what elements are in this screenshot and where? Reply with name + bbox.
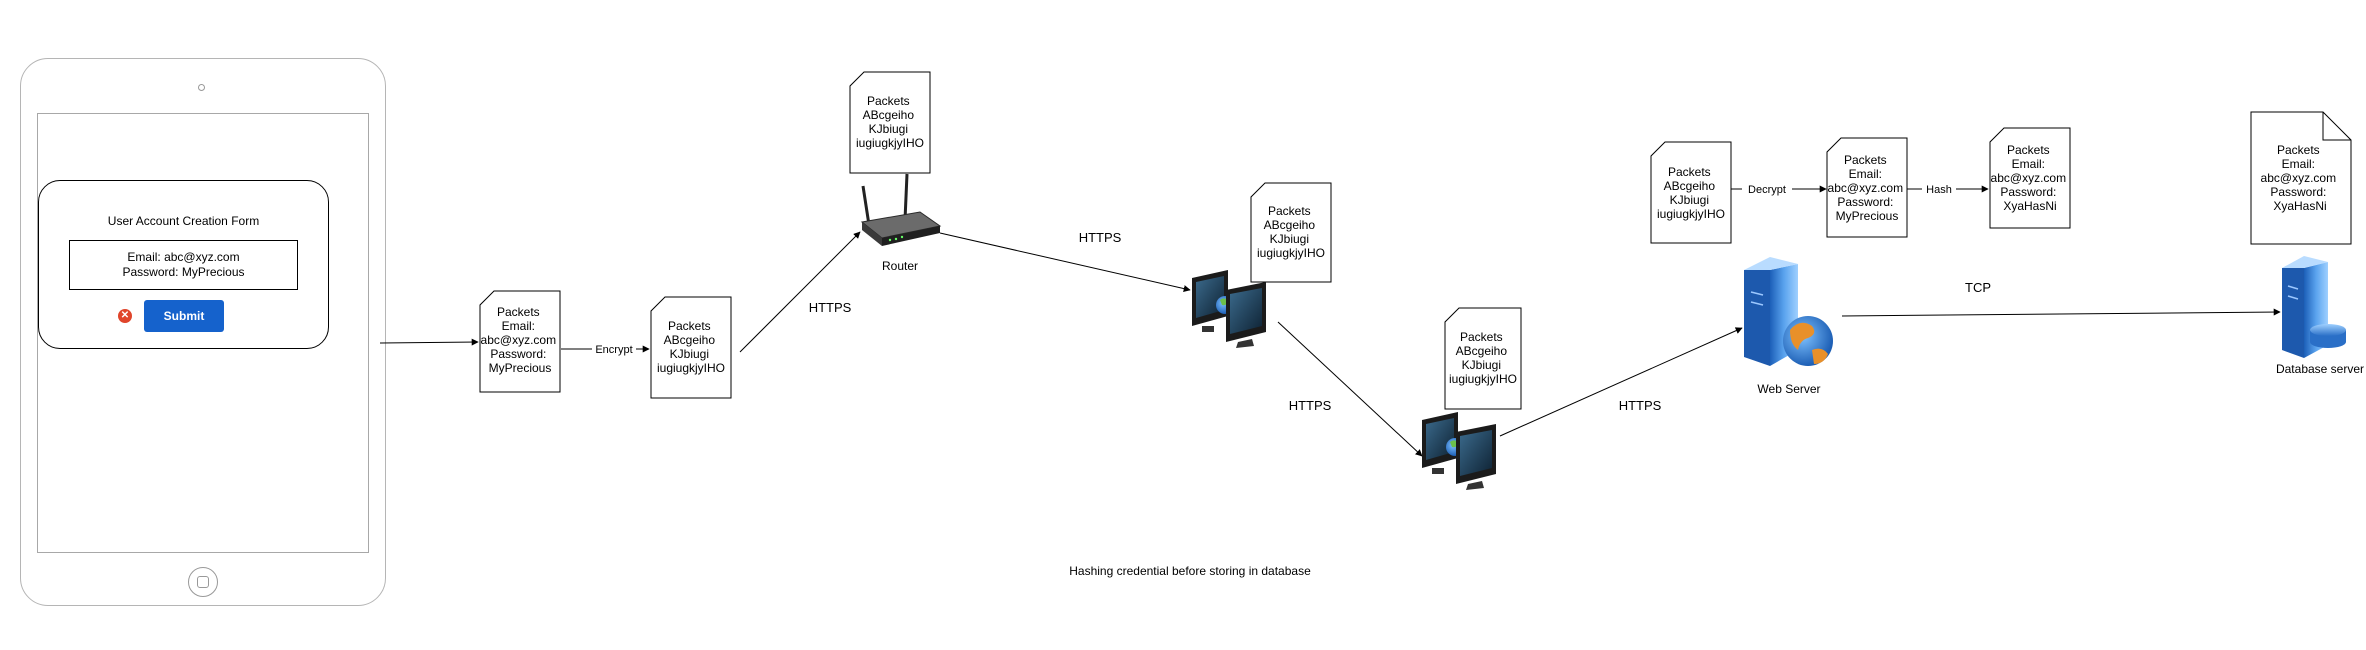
packet-encrypted-router: Packets ABcgeiho KJbiugi iugiugkjyIHO bbox=[849, 71, 931, 174]
packet-line: ABcgeiho bbox=[1456, 344, 1508, 358]
packet-line: Packets bbox=[1460, 330, 1503, 344]
packet-line: MyPrecious bbox=[1836, 209, 1899, 223]
svg-text:Packets Email: abc: Packets Email: abc@xyz.com Password: Xya… bbox=[1991, 143, 2070, 213]
packet-line: ABcgeiho bbox=[664, 333, 716, 347]
packet-encrypted-1: Packets ABcgeiho KJbiugi iugiugkjyIHO bbox=[650, 296, 732, 399]
packet-line: Password: bbox=[2270, 185, 2326, 199]
packet-line: ABcgeiho bbox=[863, 108, 915, 122]
encrypt-label: Encrypt bbox=[595, 344, 632, 356]
password-line: Password: MyPrecious bbox=[122, 265, 245, 279]
packet-line: iugiugkjyIHO bbox=[1449, 372, 1517, 386]
packet-encrypted-webserver: Packets ABcgeiho KJbiugi iugiugkjyIHO bbox=[1650, 141, 1732, 244]
packet-line: Packets bbox=[2007, 143, 2050, 157]
tablet-camera bbox=[198, 84, 205, 91]
packet-hashed-1: Packets Email: abc@xyz.com Password: Xya… bbox=[1989, 127, 2071, 229]
router-icon bbox=[860, 173, 942, 246]
svg-text:Packets ABcgeiho K: Packets ABcgeiho KJbiugi iugiugkjyIHO bbox=[1657, 165, 1725, 221]
svg-text:Packets Email: abc: Packets Email: abc@xyz.com Password: Xya… bbox=[2261, 143, 2340, 213]
packet-line: Email: bbox=[2012, 157, 2045, 171]
packet-plain-1: Packets Email: abc@xyz.com Password: MyP… bbox=[479, 290, 561, 393]
packet-line: XyaHasNi bbox=[2003, 199, 2056, 213]
packet-line: Email: bbox=[1849, 167, 1882, 181]
submit-button[interactable]: Submit bbox=[144, 300, 224, 332]
computer-icon bbox=[1422, 412, 1496, 490]
edge-router-to-pc1 bbox=[939, 232, 1191, 293]
https-label-4: HTTPS bbox=[1619, 398, 1662, 413]
https-label-1: HTTPS bbox=[809, 300, 852, 315]
packet-line: abc@xyz.com bbox=[2261, 171, 2337, 185]
packet-line: iugiugkjyIHO bbox=[1257, 246, 1325, 260]
packet-line: KJbiugi bbox=[869, 122, 908, 136]
account-form-card: User Account Creation Form Email: abc@xy… bbox=[38, 180, 329, 349]
edge-packet-to-router bbox=[739, 231, 861, 353]
database-server-icon bbox=[2282, 256, 2346, 358]
packet-line: abc@xyz.com bbox=[1828, 181, 1904, 195]
packet-line: abc@xyz.com bbox=[1991, 171, 2067, 185]
home-square-icon bbox=[197, 576, 209, 588]
packet-line: Email: bbox=[502, 319, 535, 333]
packet-line: ABcgeiho bbox=[1264, 218, 1316, 232]
packet-line: Packets bbox=[867, 94, 910, 108]
packet-line: abc@xyz.com bbox=[481, 333, 557, 347]
packet-line: ABcgeiho bbox=[1664, 179, 1716, 193]
svg-text:Packets ABcgeiho K: Packets ABcgeiho KJbiugi iugiugkjyIHO bbox=[1449, 330, 1517, 386]
https-label-3: HTTPS bbox=[1289, 398, 1332, 413]
email-line: Email: abc@xyz.com bbox=[127, 250, 240, 264]
packet-encrypted-pc2: Packets ABcgeiho KJbiugi iugiugkjyIHO bbox=[1444, 307, 1522, 410]
svg-text:Packets ABcgeiho K: Packets ABcgeiho KJbiugi iugiugkjyIHO bbox=[657, 319, 725, 375]
decrypt-label: Decrypt bbox=[1748, 184, 1786, 196]
edge-pc2-to-webserver bbox=[1499, 327, 1743, 437]
https-label-2: HTTPS bbox=[1079, 230, 1122, 245]
packet-line: Packets bbox=[1268, 204, 1311, 218]
diagram-caption: Hashing credential before storing in dat… bbox=[1069, 564, 1311, 578]
cancel-icon[interactable]: ✕ bbox=[118, 309, 132, 323]
packet-hashed-db: Packets Email: abc@xyz.com Password: Xya… bbox=[2250, 111, 2352, 245]
packet-line: Password: bbox=[2000, 185, 2056, 199]
packet-line: KJbiugi bbox=[1462, 358, 1501, 372]
packet-line: iugiugkjyIHO bbox=[657, 361, 725, 375]
packet-line: Packets bbox=[1844, 153, 1887, 167]
svg-text:Packets Email: abc: Packets Email: abc@xyz.com Password: MyP… bbox=[1828, 153, 1907, 223]
packet-line: Packets bbox=[1668, 165, 1711, 179]
router-label: Router bbox=[882, 259, 918, 273]
packet-plain-2: Packets Email: abc@xyz.com Password: MyP… bbox=[1826, 137, 1908, 238]
packet-encrypted-pc1: Packets ABcgeiho KJbiugi iugiugkjyIHO bbox=[1250, 182, 1332, 283]
tcp-label: TCP bbox=[1965, 280, 1991, 295]
packet-line: Email: bbox=[2282, 157, 2315, 171]
svg-text:Packets ABcgeiho K: Packets ABcgeiho KJbiugi iugiugkjyIHO bbox=[1257, 204, 1325, 260]
tablet-home-button[interactable] bbox=[188, 567, 218, 597]
packet-line: KJbiugi bbox=[1670, 193, 1709, 207]
packet-line: iugiugkjyIHO bbox=[856, 136, 924, 150]
edge-pc1-to-pc2 bbox=[1277, 321, 1423, 457]
packet-line: MyPrecious bbox=[489, 361, 552, 375]
packet-line: Packets bbox=[2277, 143, 2320, 157]
packet-line: Password: bbox=[1837, 195, 1893, 209]
packet-line: Password: bbox=[490, 347, 546, 361]
tablet-screen bbox=[37, 113, 369, 553]
packet-line: KJbiugi bbox=[670, 347, 709, 361]
packet-line: Packets bbox=[668, 319, 711, 333]
packet-line: KJbiugi bbox=[1270, 232, 1309, 246]
packet-line: Packets bbox=[497, 305, 540, 319]
svg-text:Packets ABcgeiho K: Packets ABcgeiho KJbiugi iugiugkjyIHO bbox=[856, 94, 924, 150]
svg-text:Packets Email: abc: Packets Email: abc@xyz.com Password: MyP… bbox=[481, 305, 560, 375]
packet-line: XyaHasNi bbox=[2273, 199, 2326, 213]
database-server-label: Database server bbox=[2276, 362, 2364, 376]
hash-label: Hash bbox=[1926, 184, 1952, 196]
edge-tablet-to-packet bbox=[379, 338, 479, 346]
web-server-label: Web Server bbox=[1757, 382, 1820, 396]
edge-tcp bbox=[1841, 308, 2281, 317]
credentials-box: Email: abc@xyz.com Password: MyPrecious bbox=[69, 240, 298, 290]
packet-line: iugiugkjyIHO bbox=[1657, 207, 1725, 221]
computer-icon bbox=[1192, 270, 1266, 348]
form-title: User Account Creation Form bbox=[107, 214, 260, 228]
web-server-icon bbox=[1744, 257, 1833, 366]
